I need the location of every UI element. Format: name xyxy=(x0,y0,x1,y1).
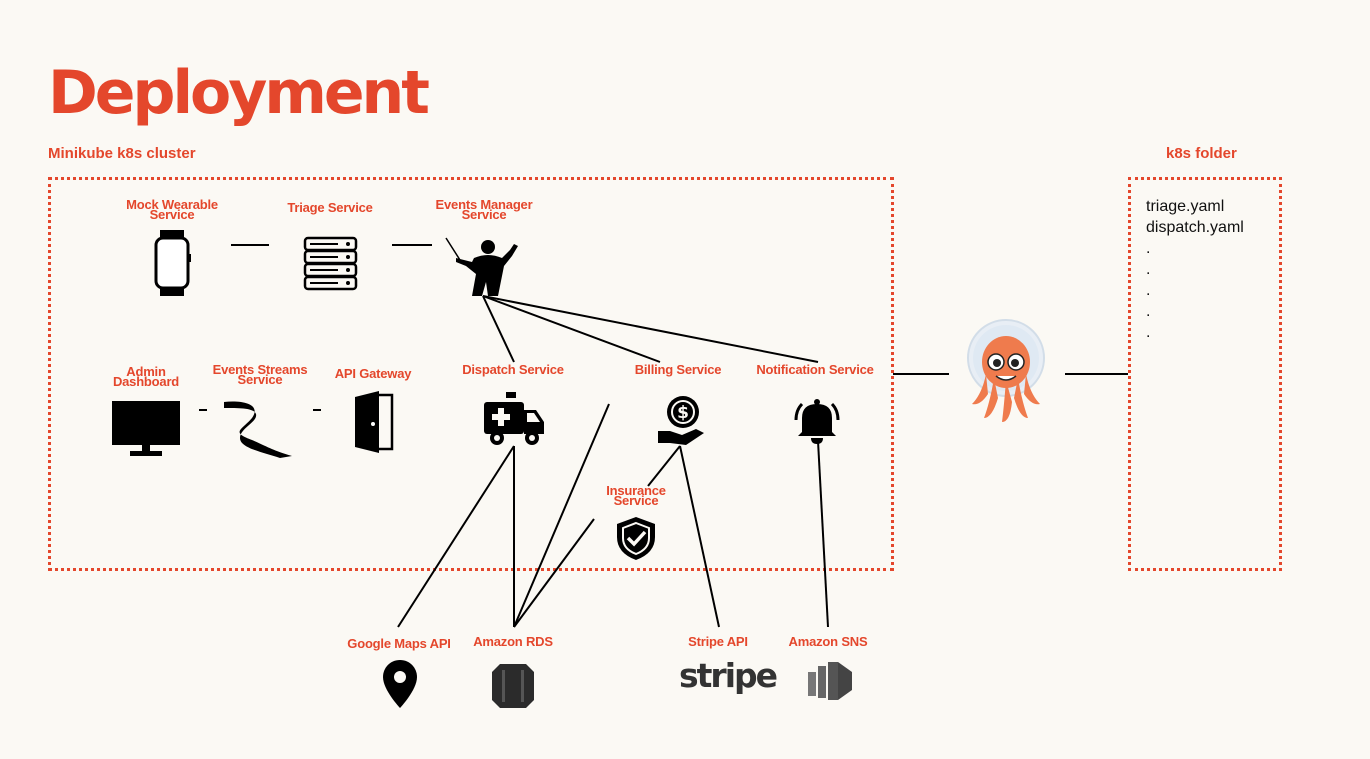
file-item[interactable]: triage.yaml xyxy=(1146,198,1225,215)
coin-hand-icon: $ xyxy=(658,396,704,445)
ambulance-icon xyxy=(484,392,544,445)
file-item[interactable]: dispatch.yaml xyxy=(1146,219,1244,236)
door-icon xyxy=(355,391,394,453)
bell-icon xyxy=(794,399,840,444)
svg-text:$: $ xyxy=(677,403,689,423)
cluster-box xyxy=(48,177,894,571)
label-triage: Triage Service xyxy=(287,200,373,215)
folder-file-list: triage.yaml dispatch.yaml . . . . . xyxy=(1146,196,1244,343)
shield-check-icon xyxy=(617,517,655,560)
label-api-gateway: API Gateway xyxy=(334,366,412,381)
file-item: . xyxy=(1146,282,1151,299)
edge-rds-upper xyxy=(513,403,610,628)
label-amazon-sns: Amazon SNS xyxy=(788,634,868,649)
folder-box xyxy=(1128,177,1282,571)
cluster-label: Minikube k8s cluster xyxy=(48,145,196,162)
label-stripe: Stripe API xyxy=(688,634,748,649)
server-icon xyxy=(303,236,358,291)
label-google-maps: Google Maps API xyxy=(347,636,451,651)
edge-billing-insurance xyxy=(647,445,681,487)
file-item: . xyxy=(1146,261,1151,278)
label-billing: Billing Service xyxy=(634,362,722,377)
page-title: Deployment xyxy=(48,58,430,128)
edge-dispatch-maps xyxy=(397,445,515,628)
label-dispatch: Dispatch Service xyxy=(462,362,564,377)
file-item: . xyxy=(1146,324,1151,341)
file-item: . xyxy=(1146,303,1151,320)
label-amazon-rds: Amazon RDS xyxy=(473,634,553,649)
sns-icon xyxy=(808,662,852,700)
file-item: . xyxy=(1146,240,1151,257)
octopus-astronaut-icon xyxy=(967,319,1045,422)
database-icon xyxy=(492,664,534,708)
edge-rds-insurance xyxy=(513,518,595,628)
edge-events-billing xyxy=(482,295,661,363)
map-pin-icon xyxy=(383,660,417,708)
monitor-icon xyxy=(112,401,180,456)
stripe-logo: stripe xyxy=(679,656,778,695)
folder-label: k8s folder xyxy=(1166,145,1237,162)
conductor-icon xyxy=(445,237,518,296)
edge-notification-sns xyxy=(817,440,829,628)
edge-billing-stripe xyxy=(679,445,720,628)
smartwatch-icon xyxy=(154,230,191,296)
edge-events-dispatch xyxy=(482,295,515,363)
edge-events-notification xyxy=(482,295,819,363)
label-notification: Notification Service xyxy=(756,362,874,377)
stream-icon xyxy=(224,401,292,458)
